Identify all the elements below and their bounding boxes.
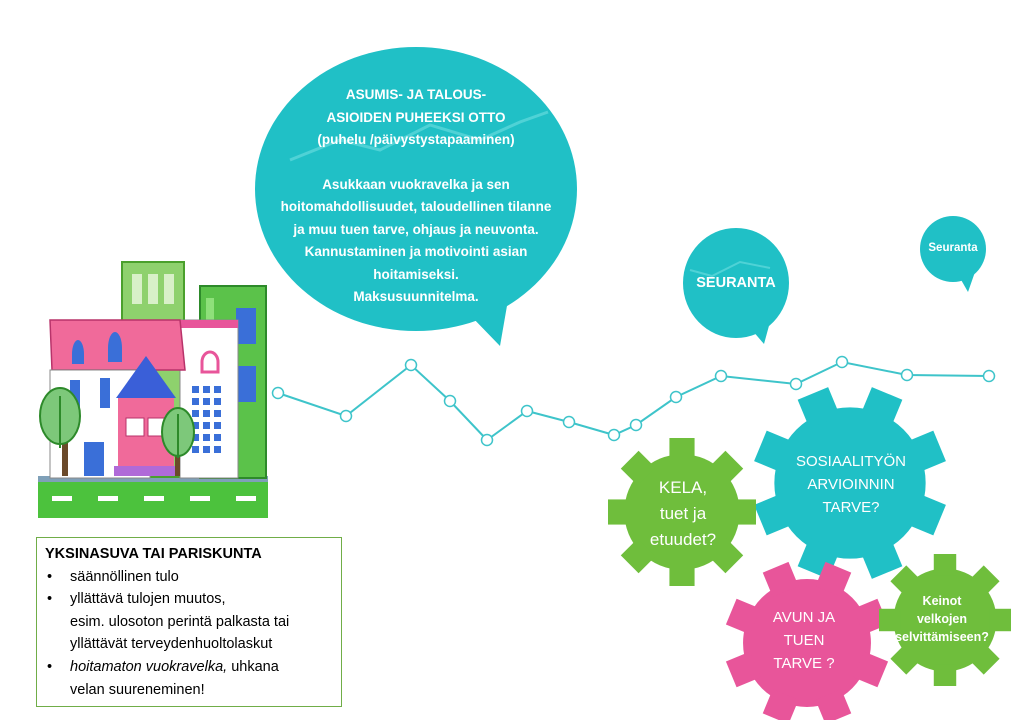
gear-sosiaalityo-text: SOSIAALITYÖN ARVIOINNIN TARVE?: [780, 450, 922, 519]
timeline-node: [669, 390, 683, 404]
list-item: yllättävä tulojen muutos,: [45, 588, 333, 611]
timeline-node: [714, 369, 728, 383]
info-box-list: säännöllinen tulo yllättävä tulojen muut…: [45, 566, 333, 702]
speech-heading-2: ASIOIDEN PUHEEKSI OTTO: [326, 109, 506, 125]
gear-kela-line-3: etuudet?: [649, 530, 717, 549]
speech-body-3: ja muu tuen tarve, ohjaus ja neuvonta.: [293, 221, 539, 237]
gear-avun-line-2: TUEN: [783, 632, 825, 649]
small-seuranta-text: Seuranta: [928, 242, 978, 254]
timeline-node: [835, 355, 849, 369]
list-item-text: uhkana: [227, 658, 279, 675]
timeline-node: [562, 415, 576, 429]
gear-kela-text: KELA, tuet ja etuudet?: [628, 475, 738, 553]
gear-avun-text: AVUN JA TUEN TARVE ?: [752, 606, 856, 675]
gear-sosiaalityo-line-2: ARVIOINNIN: [807, 476, 895, 493]
speech-heading-1: ASUMIS- JA TALOUS-: [345, 87, 487, 102]
timeline-node: [480, 433, 494, 447]
gear-keinot-line-2: velkojen: [916, 612, 968, 626]
list-item-text: säännöllinen tulo: [70, 568, 179, 585]
list-item: hoitamaton vuokravelka, uhkana: [45, 656, 333, 679]
list-item-continuation: velan suureneminen!: [70, 681, 205, 698]
speech-body-2: hoitomahdollisuudet, taloudellinen tilan…: [280, 199, 552, 214]
list-item-continuation: esim. ulosoton perintä palkasta tai: [70, 613, 290, 630]
small-seuranta-bubble: [920, 216, 986, 292]
houses-illustration: [38, 261, 268, 518]
timeline-node: [607, 428, 621, 442]
timeline-node: [789, 377, 803, 391]
gear-keinot-text: Keinot velkojen selvittämiseen?: [876, 592, 1008, 646]
list-item-text: yllättävä tulojen muutos,: [70, 591, 226, 608]
gear-sosiaalityo-line-1: SOSIAALITYÖN: [795, 453, 907, 470]
speech-body-1: Asukkaan vuokravelka ja sen: [322, 176, 510, 192]
main-speech-text: ASUMIS- JA TALOUS- ASIOIDEN PUHEEKSI OTT…: [255, 84, 577, 309]
timeline-node: [404, 358, 418, 372]
speech-body-6: Maksusuunnitelma.: [353, 289, 479, 304]
list-item-italic: hoitamaton vuokravelka,: [70, 658, 228, 675]
main-speech-bubble: [255, 47, 577, 346]
speech-heading-3: (puhelu /päivystystapaaminen): [317, 132, 515, 147]
timeline-node: [520, 404, 534, 418]
list-item-continuation: yllättävät terveydenhuoltolaskut: [70, 636, 273, 653]
speech-body-4: Kannustaminen ja motivointi asian: [304, 244, 528, 259]
info-box-title: YKSINASUVA TAI PARISKUNTA: [45, 546, 262, 562]
gear-keinot-line-3: selvittämiseen?: [895, 630, 989, 644]
gear-kela-line-2: tuet ja: [659, 504, 707, 523]
speech-body-5: hoitamiseksi.: [373, 266, 459, 282]
gear-kela-line-1: KELA,: [658, 478, 708, 497]
timeline-node: [629, 418, 643, 432]
timeline-node: [900, 368, 914, 382]
gear-sosiaalityo-line-3: TARVE?: [822, 499, 880, 516]
list-item: säännöllinen tulo: [45, 566, 333, 589]
seuranta-bubble-text: SEURANTA: [696, 275, 776, 291]
gear-avun-line-1: AVUN JA: [772, 609, 836, 626]
gear-avun-line-3: TARVE ?: [773, 655, 835, 672]
seuranta-speech-bubble: [683, 228, 789, 344]
timeline-node: [982, 369, 996, 383]
gear-keinot-line-1: Keinot: [922, 594, 962, 608]
info-box: YKSINASUVA TAI PARISKUNTA säännöllinen t…: [36, 537, 342, 707]
timeline-node: [443, 394, 457, 408]
timeline-node: [339, 409, 353, 423]
timeline-node: [271, 386, 285, 400]
